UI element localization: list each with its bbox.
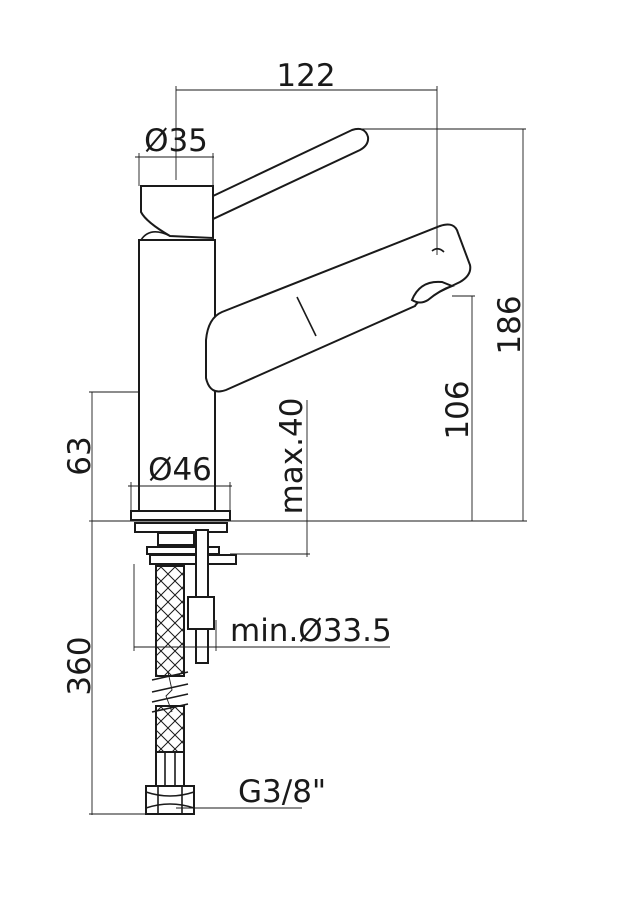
- mounting-assembly: [130, 510, 237, 664]
- spout-tip-curve: [431, 247, 445, 253]
- hose-break-lower: [151, 693, 189, 713]
- hose-upper: [155, 565, 185, 677]
- label-max-deck-thickness: max.40: [274, 398, 310, 515]
- label-outlet-height: 106: [440, 380, 476, 439]
- hose-break-zigzag: [165, 671, 173, 713]
- label-hose-connection: G3/8": [238, 774, 326, 810]
- spout: [205, 223, 472, 393]
- label-handle-diameter: Ø35: [144, 123, 208, 159]
- fixing-nut: [149, 554, 237, 565]
- spout-segment-line: [296, 296, 317, 337]
- hose-break-upper: [151, 671, 189, 693]
- label-min-hole-diameter: min.Ø33.5: [230, 613, 392, 649]
- hose-ferrule: [155, 751, 185, 787]
- hose-lower: [155, 705, 185, 753]
- aerator: [410, 280, 455, 304]
- cap-joint: [140, 231, 171, 241]
- connection-nut: [145, 785, 195, 815]
- nut-chamfers: [145, 791, 195, 809]
- label-hose-length: 360: [62, 636, 98, 695]
- dimension-labels: 122 Ø35 186 106 63 Ø46 max.40 min.Ø33.5 …: [62, 58, 528, 810]
- label-total-height: 186: [492, 295, 528, 354]
- label-base-diameter: Ø46: [148, 452, 212, 488]
- faucet-body: [138, 239, 216, 513]
- flexible-hose: [145, 565, 195, 815]
- base-plate: [130, 510, 231, 521]
- deck-washer: [134, 522, 228, 533]
- rod-nut: [187, 596, 215, 630]
- label-base-height: 63: [62, 436, 98, 475]
- threaded-stud-top: [157, 532, 195, 546]
- lever-handle: [212, 127, 370, 221]
- label-spout-reach: 122: [276, 58, 335, 94]
- dimension-lines: [89, 86, 527, 815]
- faucet-outline: [138, 127, 472, 513]
- handle-cap: [140, 185, 214, 240]
